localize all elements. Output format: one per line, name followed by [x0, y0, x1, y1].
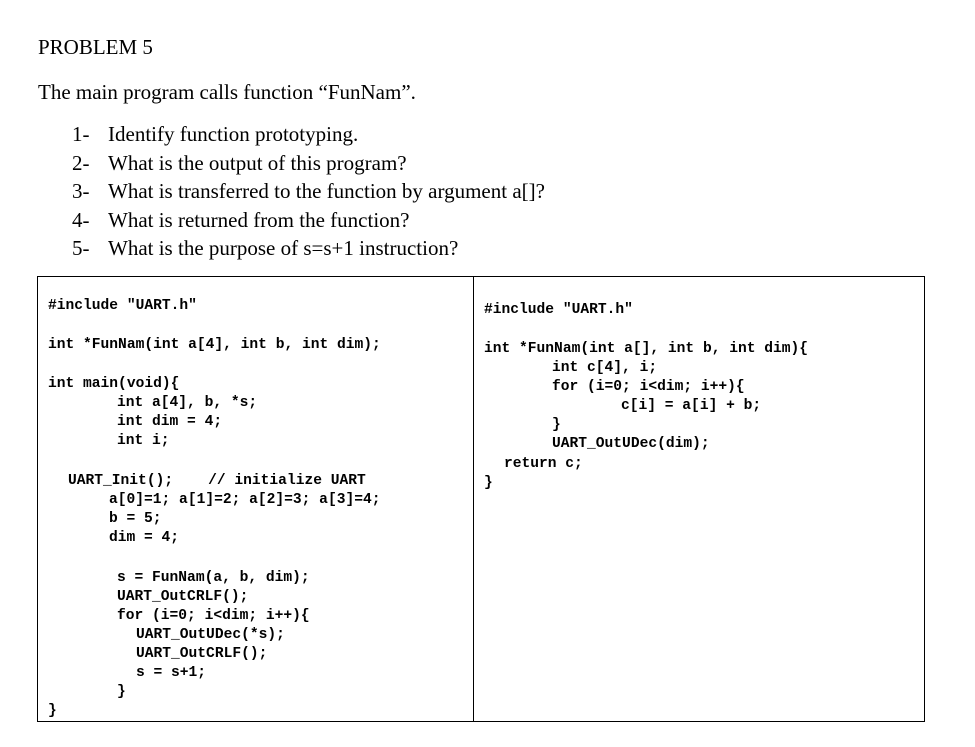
code-line: UART_Init(); // initialize UART [68, 473, 366, 489]
code-line: s = FunNam(a, b, dim); [117, 570, 310, 586]
code-line: dim = 4; [109, 530, 180, 546]
code-line: UART_OutUDec(dim); [552, 436, 710, 452]
question-text: What is returned from the function? [108, 207, 410, 232]
question-list: 1- Identify function prototyping. 2- Wha… [72, 120, 545, 263]
code-line: a[0]=1; a[1]=2; a[2]=3; a[3]=4; [109, 492, 381, 508]
question-item: 1- Identify function prototyping. [72, 120, 545, 149]
code-line: UART_OutCRLF(); [117, 589, 249, 605]
question-item: 3- What is transferred to the function b… [72, 177, 545, 206]
code-line: } [552, 417, 561, 433]
code-line: } [48, 703, 57, 719]
code-line: int dim = 4; [117, 414, 223, 430]
code-line: int *FunNam(int a[4], int b, int dim); [48, 337, 381, 353]
code-line: #include "UART.h" [484, 302, 633, 318]
question-item: 2- What is the output of this program? [72, 149, 545, 178]
question-item: 4- What is returned from the function? [72, 206, 545, 235]
column-divider [473, 277, 474, 721]
question-text: Identify function prototyping. [108, 122, 359, 146]
code-line: UART_OutCRLF(); [136, 646, 268, 662]
code-line: for (i=0; i<dim; i++){ [552, 379, 745, 395]
problem-intro: The main program calls function “FunNam”… [38, 80, 416, 104]
question-number: 4- [72, 207, 90, 232]
problem-title: PROBLEM 5 [38, 35, 153, 59]
question-item: 5- What is the purpose of s=s+1 instruct… [72, 234, 545, 263]
code-line: } [484, 475, 493, 491]
question-number: 5- [72, 236, 90, 260]
code-line: int a[4], b, *s; [117, 395, 258, 411]
code-line: #include "UART.h" [48, 298, 197, 314]
question-number: 2- [72, 150, 90, 175]
question-number: 3- [72, 179, 90, 203]
code-line: } [117, 684, 126, 700]
code-line: UART_OutUDec(*s); [136, 627, 285, 643]
question-text: What is the purpose of s=s+1 instruction… [108, 236, 459, 260]
code-line: int main(void){ [48, 376, 180, 392]
question-number: 1- [72, 122, 90, 146]
code-line: int *FunNam(int a[], int b, int dim){ [484, 341, 809, 357]
code-line: b = 5; [109, 511, 162, 527]
code-line: c[i] = a[i] + b; [621, 398, 762, 414]
code-line: for (i=0; i<dim; i++){ [117, 608, 310, 624]
code-listing-table: #include "UART.h" int *FunNam(int a[4], … [37, 276, 925, 722]
code-line: return c; [504, 456, 583, 472]
question-text: What is the output of this program? [108, 150, 407, 175]
code-line: int i; [117, 433, 170, 449]
code-line: int c[4], i; [552, 360, 658, 376]
code-line: s = s+1; [136, 665, 207, 681]
question-text: What is transferred to the function by a… [108, 179, 545, 203]
